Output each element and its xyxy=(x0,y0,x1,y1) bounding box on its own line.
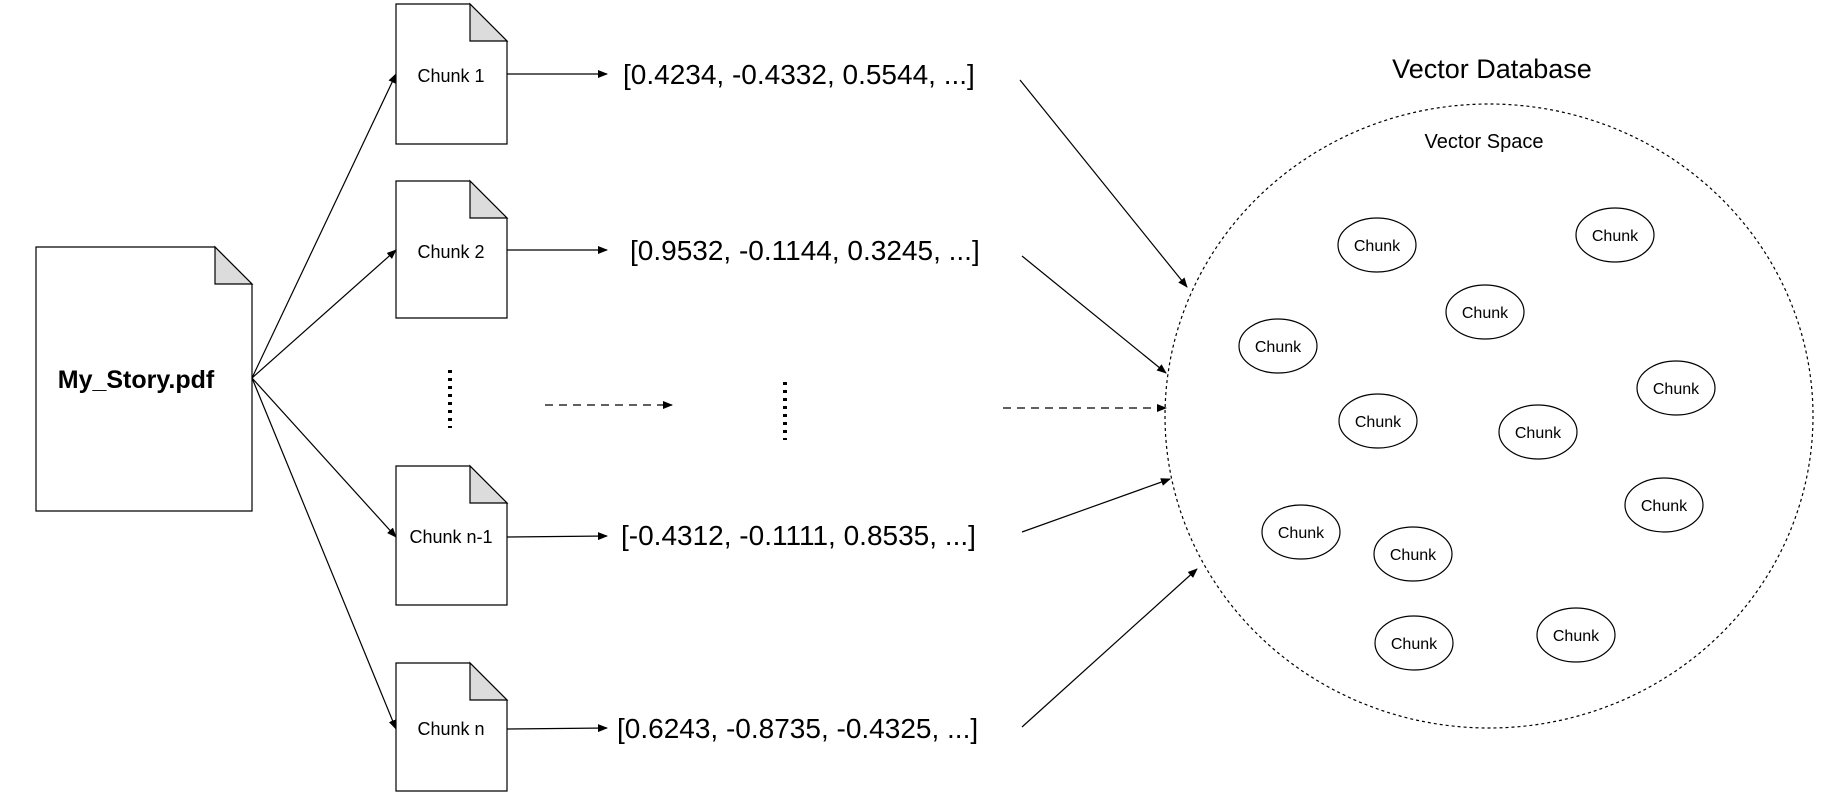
chunk-doc-label: Chunk 2 xyxy=(417,242,484,262)
vector-node-label: Chunk xyxy=(1391,636,1438,653)
vector-node[interactable]: Chunk xyxy=(1374,615,1454,671)
source-document-label: My_Story.pdf xyxy=(58,366,215,394)
vector-node-label: Chunk xyxy=(1355,414,1402,431)
split-edges xyxy=(251,73,397,730)
vector-space-nodes: ChunkChunkChunkChunkChunkChunkChunkChunk… xyxy=(1238,207,1716,671)
vector-node[interactable]: Chunk xyxy=(1373,526,1453,582)
vector-n: [0.6243, -0.8735, -0.4325, ...] xyxy=(617,713,978,744)
vector-n-minus-1: [-0.4312, -0.1111, 0.8535, ...] xyxy=(621,520,976,551)
chunk-doc-1[interactable]: Chunk 1 xyxy=(395,2,509,145)
vector-node[interactable]: Chunk xyxy=(1536,607,1616,663)
vector-node[interactable]: Chunk xyxy=(1261,504,1341,560)
vector-node[interactable]: Chunk xyxy=(1498,404,1578,460)
vector-node-label: Chunk xyxy=(1278,525,1325,542)
vector-node[interactable]: Chunk xyxy=(1445,284,1525,340)
vector-node[interactable]: Chunk xyxy=(1338,393,1418,449)
store-edges xyxy=(1003,79,1198,728)
vector-node-label: Chunk xyxy=(1354,238,1401,255)
vector-space-label: Vector Space xyxy=(1425,131,1544,153)
vector-space-boundary xyxy=(1164,103,1814,729)
chunk-doc-label: Chunk n-1 xyxy=(409,527,492,547)
vector-node-label: Chunk xyxy=(1462,305,1509,322)
chunk-doc-n-minus-1[interactable]: Chunk n-1 xyxy=(395,464,509,606)
vector-1: [0.4234, -0.4332, 0.5544, ...] xyxy=(623,59,975,90)
vector-database-title: Vector Database xyxy=(1392,54,1592,84)
vector-node[interactable]: Chunk xyxy=(1624,477,1704,533)
source-document[interactable]: My_Story.pdf xyxy=(35,245,254,512)
vector-node-label: Chunk xyxy=(1641,498,1688,515)
vector-node-label: Chunk xyxy=(1553,628,1600,645)
vector-database[interactable]: Vector Database Vector Space ChunkChunkC… xyxy=(1164,54,1814,729)
vector-node-label: Chunk xyxy=(1255,339,1302,356)
vector-node[interactable]: Chunk xyxy=(1575,207,1655,263)
chunk-doc-n[interactable]: Chunk n xyxy=(395,661,509,792)
chunk-doc-label: Chunk n xyxy=(417,719,484,739)
chunk-doc-2[interactable]: Chunk 2 xyxy=(395,179,509,319)
chunk-doc-label: Chunk 1 xyxy=(417,66,484,86)
vector-2: [0.9532, -0.1144, 0.3245, ...] xyxy=(630,235,980,266)
vector-node-label: Chunk xyxy=(1390,547,1437,564)
vector-node[interactable]: Chunk xyxy=(1337,217,1417,273)
vector-node-label: Chunk xyxy=(1653,381,1700,398)
vector-node[interactable]: Chunk xyxy=(1238,318,1318,374)
vector-node[interactable]: Chunk xyxy=(1636,360,1716,416)
embed-edges xyxy=(506,70,673,733)
vector-node-label: Chunk xyxy=(1592,228,1639,245)
vector-node-label: Chunk xyxy=(1515,425,1562,442)
